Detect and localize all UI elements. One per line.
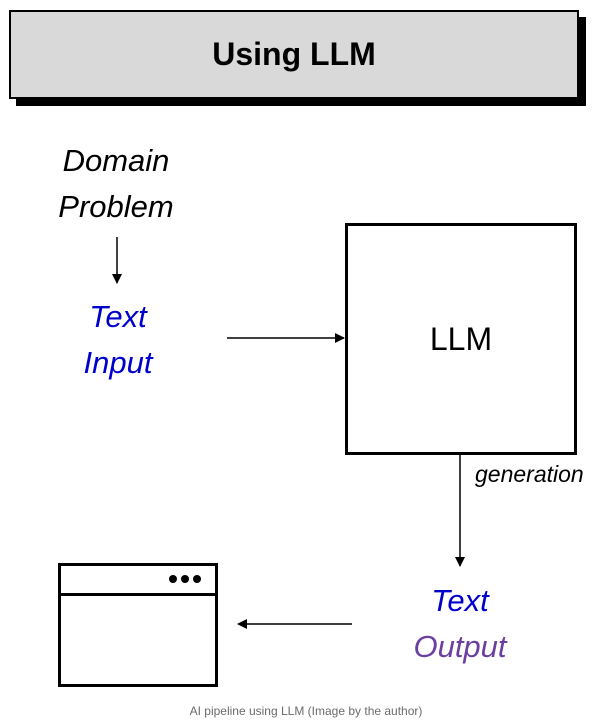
window-dot (169, 575, 177, 583)
domain-problem-line-1: Domain (62, 143, 170, 178)
window-title-bar (61, 593, 215, 596)
text-output-line-1: Text (431, 583, 489, 618)
text-input-line-1: Text (89, 299, 147, 334)
browser-window-icon (58, 563, 218, 687)
domain-problem-line-2: Problem (58, 189, 174, 224)
window-dot (181, 575, 189, 583)
text-input-label: Text Input (40, 294, 196, 386)
window-dot (193, 575, 201, 583)
llm-box: LLM (345, 223, 577, 455)
text-input-line-2: Input (83, 345, 153, 380)
title-box: Using LLM (9, 10, 579, 99)
figure-caption: AI pipeline using LLM (Image by the auth… (189, 704, 423, 718)
text-output-line-2: Output (413, 629, 507, 664)
text-output-label: Text Output (380, 578, 540, 670)
window-dots-icon (169, 575, 201, 583)
generation-label: generation (475, 461, 584, 487)
domain-problem-label: Domain Problem (30, 138, 202, 230)
llm-label: LLM (429, 320, 493, 357)
diagram-title: Using LLM (212, 36, 376, 72)
